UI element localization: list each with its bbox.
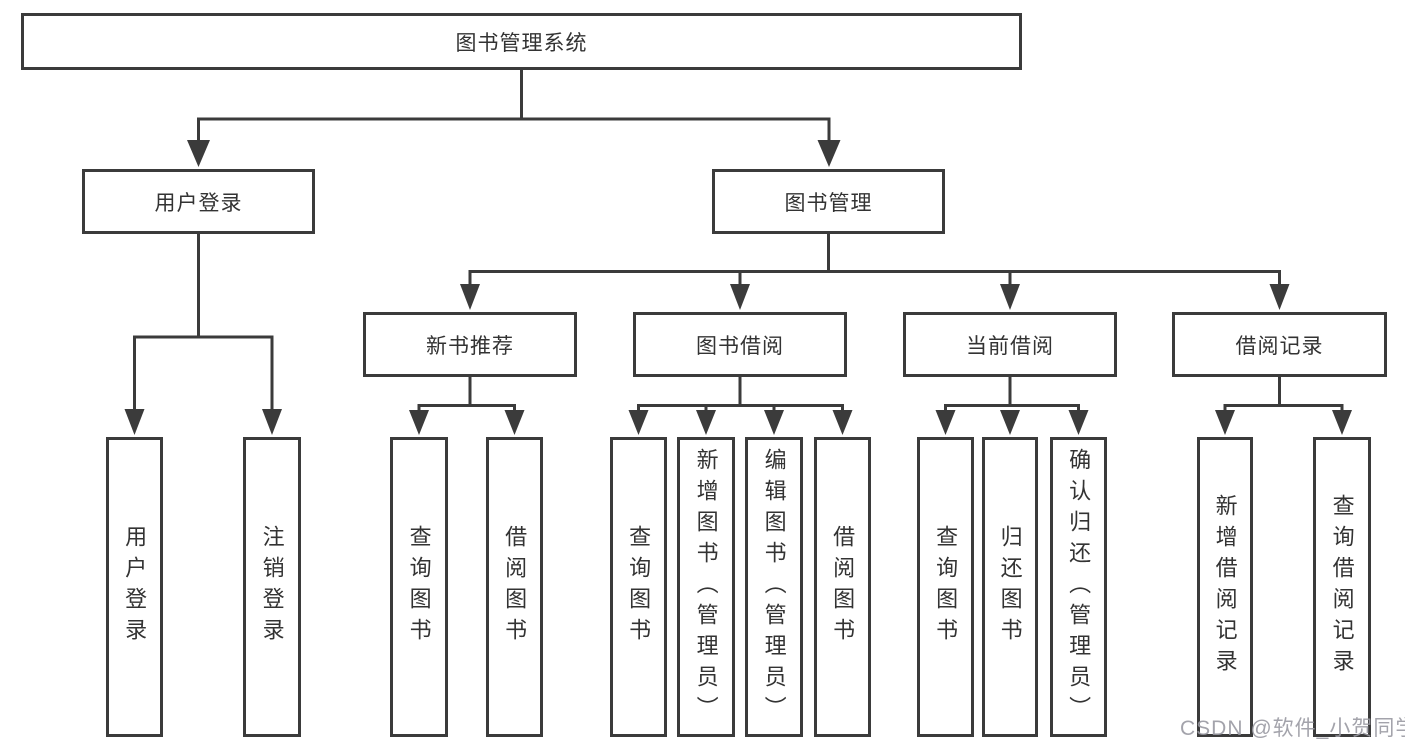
node-current-borrowing-label: 当前借阅 (966, 334, 1054, 358)
leaf-query-borrow-record-label: 查询借阅记录 (1329, 494, 1355, 680)
node-user-login: 用户登录 (82, 169, 315, 234)
leaf-user-login-label: 用户登录 (122, 525, 148, 649)
node-root-system: 图书管理系统 (21, 13, 1022, 70)
leaf-user-login: 用户登录 (106, 437, 163, 737)
leaf-query-books-recommend: 查询图书 (390, 437, 448, 737)
node-root-label: 图书管理系统 (455, 31, 588, 55)
leaf-query-books-current: 查询图书 (917, 437, 974, 737)
leaf-logout-label: 注销登录 (259, 525, 285, 649)
leaf-edit-books-admin: 编辑图书（管理员） (745, 437, 803, 737)
leaf-return-books-label: 归还图书 (997, 525, 1023, 649)
node-book-borrowing-label: 图书借阅 (696, 334, 784, 358)
leaf-add-books-admin: 新增图书（管理员） (677, 437, 735, 737)
node-user-login-label: 用户登录 (154, 191, 243, 215)
leaf-query-books-borrow-label: 查询图书 (626, 525, 652, 649)
leaf-confirm-return-admin-label: 确认归还（管理员） (1066, 447, 1092, 727)
leaf-borrow-books-recommend: 借阅图书 (486, 437, 543, 737)
leaf-borrow-books-recommend-label: 借阅图书 (502, 525, 528, 649)
leaf-add-borrow-record-label: 新增借阅记录 (1212, 494, 1238, 680)
node-new-book-recommend-label: 新书推荐 (426, 334, 514, 358)
leaf-query-borrow-record: 查询借阅记录 (1313, 437, 1371, 737)
leaf-confirm-return-admin: 确认归还（管理员） (1050, 437, 1107, 737)
node-book-management: 图书管理 (712, 169, 945, 234)
node-current-borrowing: 当前借阅 (903, 312, 1117, 377)
node-new-book-recommend: 新书推荐 (363, 312, 577, 377)
leaf-edit-books-admin-label: 编辑图书（管理员） (761, 447, 787, 727)
leaf-add-borrow-record: 新增借阅记录 (1197, 437, 1253, 737)
csdn-watermark: CSDN @软件_小贺同学 (1180, 717, 1405, 740)
node-book-management-label: 图书管理 (784, 191, 873, 215)
node-book-borrowing: 图书借阅 (633, 312, 847, 377)
leaf-add-books-admin-label: 新增图书（管理员） (693, 447, 719, 727)
leaf-borrow-books-label: 借阅图书 (830, 525, 856, 649)
leaf-query-books-recommend-label: 查询图书 (406, 525, 432, 649)
arrowhead-icons (124, 140, 1352, 435)
leaf-logout: 注销登录 (243, 437, 301, 737)
node-borrowing-records: 借阅记录 (1172, 312, 1387, 377)
node-borrowing-records-label: 借阅记录 (1235, 334, 1324, 358)
leaf-borrow-books: 借阅图书 (814, 437, 871, 737)
leaf-query-books-current-label: 查询图书 (933, 525, 959, 649)
leaf-query-books-borrow: 查询图书 (610, 437, 667, 737)
leaf-return-books: 归还图书 (982, 437, 1038, 737)
